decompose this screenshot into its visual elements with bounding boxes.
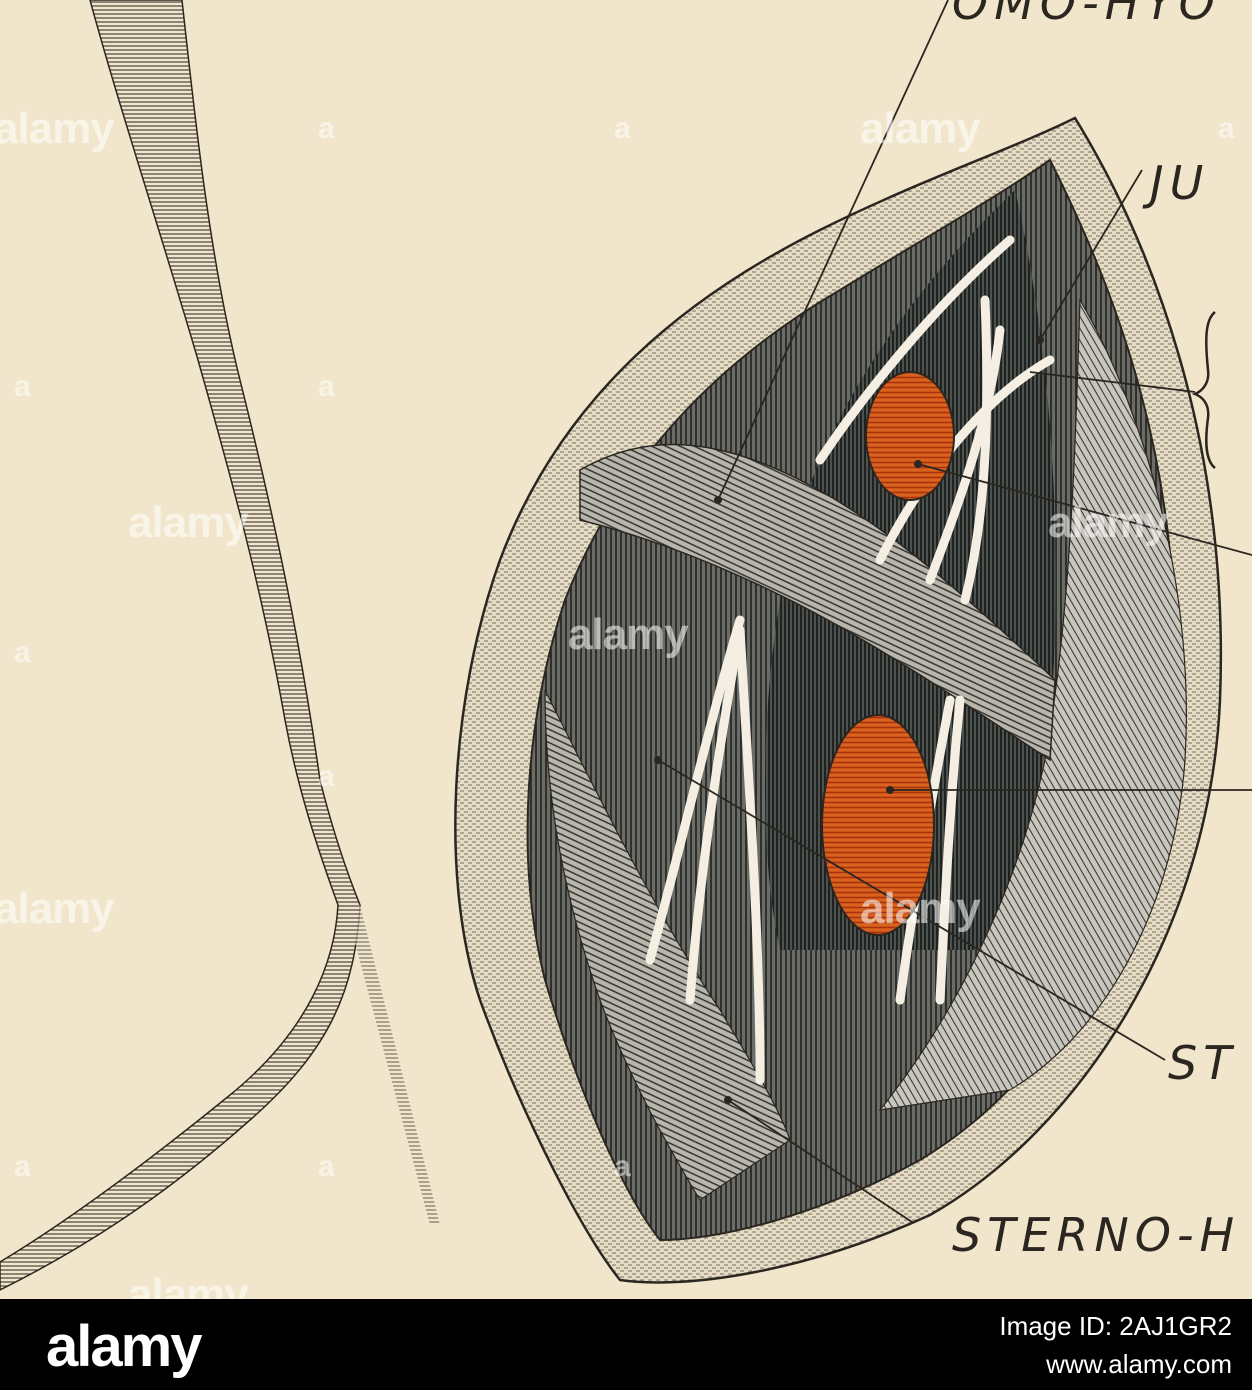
watermark-tile: a — [14, 370, 31, 403]
watermark-tile: a — [318, 112, 335, 145]
label-jugular: JU — [1150, 156, 1210, 210]
omo-hyoid-muscle — [579, 443, 1056, 762]
watermark-tile: a — [1218, 112, 1235, 145]
sterno-hyoid-muscle — [544, 689, 791, 1201]
watermark-logo: alamy — [0, 104, 115, 153]
sternomastoid-muscle — [878, 297, 1187, 1111]
watermark-tile: a — [318, 370, 335, 403]
watermark-tile: a — [14, 1150, 31, 1183]
watermark-logo: alamy — [860, 884, 981, 933]
watermark-tile: a — [14, 636, 31, 669]
label-sterno-hyoid: STERNO-H — [952, 1208, 1241, 1262]
watermark-logo: alamy — [0, 884, 115, 933]
artery-upper — [865, 371, 955, 501]
neck-outline — [0, 0, 361, 1291]
footer-image-id: Image ID: 2AJ1GR2 — [999, 1311, 1232, 1341]
watermark-logo: alamy — [860, 104, 981, 153]
watermark-tile: a — [318, 1150, 335, 1183]
watermark-logo: alamy — [1048, 498, 1169, 547]
stock-footer: alamy Image ID: 2AJ1GR2 www.alamy.com — [0, 1299, 1252, 1390]
leader-lines — [657, 0, 1252, 1223]
watermark-tile: a — [318, 760, 335, 793]
watermark-logo: alamy — [128, 498, 249, 547]
label-omo-hyoid: OMO-HYO — [952, 0, 1221, 30]
label-sternomastoid: ST — [1168, 1036, 1238, 1090]
watermark-tile: a — [614, 1150, 631, 1183]
footer-url: www.alamy.com — [1046, 1349, 1232, 1379]
footer-logo: alamy — [46, 1314, 202, 1379]
anatomical-plate: OMO-HYO JU ST STERNO-H alamy alamy alamy… — [0, 0, 1252, 1299]
watermark-logo: alamy — [128, 1270, 249, 1299]
label-bracket — [1191, 311, 1216, 469]
watermark-logo: alamy — [568, 610, 689, 659]
dissection-illustration — [0, 0, 1252, 1291]
artery-lower — [821, 714, 935, 936]
watermark-tile: a — [614, 112, 631, 145]
neck-lower-strip — [345, 905, 440, 1225]
